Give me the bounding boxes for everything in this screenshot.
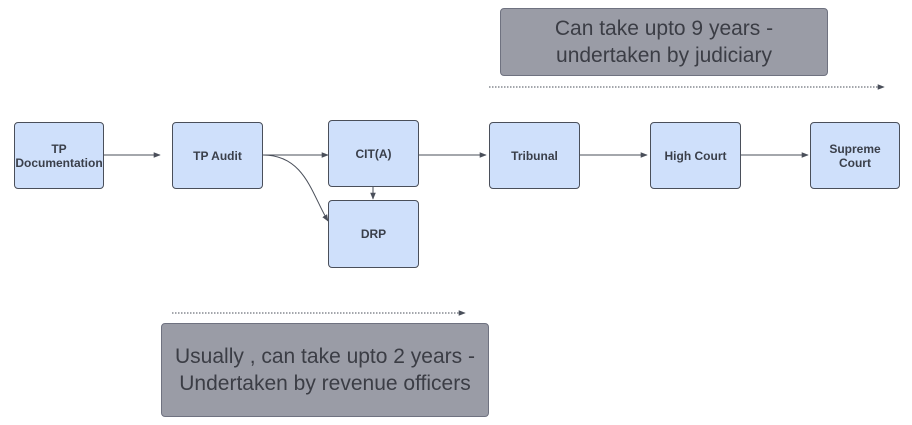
node-tp-audit: TP Audit	[172, 122, 263, 189]
node-cit-a: CIT(A)	[328, 120, 419, 187]
node-supreme-court: Supreme Court	[810, 122, 900, 189]
node-tribunal: Tribunal	[489, 122, 580, 189]
arrow-tpaudit-to-drp	[262, 154, 329, 222]
node-high-court: High Court	[650, 122, 741, 189]
node-drp: DRP	[328, 200, 419, 268]
note-judiciary: Can take upto 9 years - undertaken by ju…	[500, 8, 828, 76]
note-revenue: Usually , can take upto 2 years - Undert…	[161, 323, 489, 417]
node-tp-documentation: TP Documentation	[14, 122, 104, 189]
